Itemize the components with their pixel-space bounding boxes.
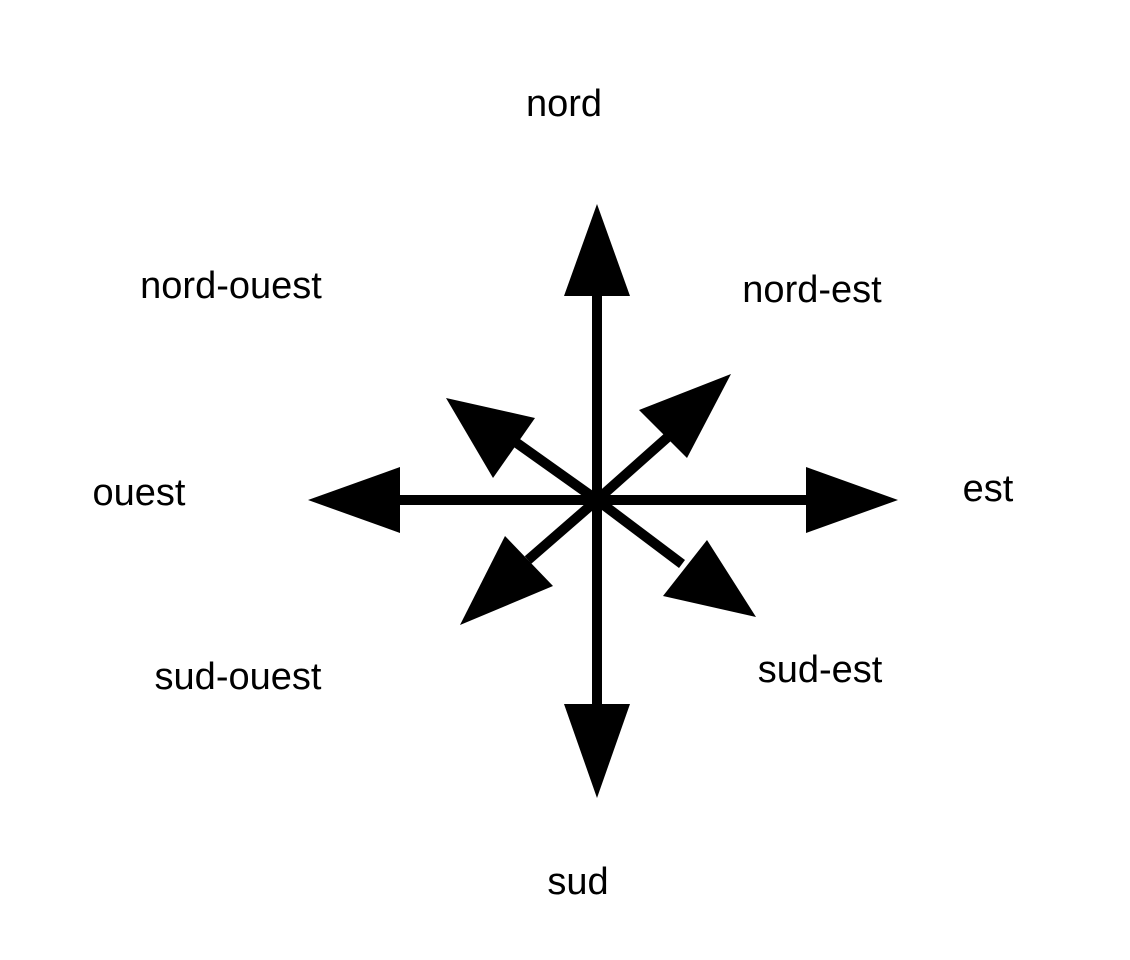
label-nord-est: nord-est — [742, 269, 882, 311]
arrow-east — [597, 467, 898, 533]
label-sud: sud — [547, 861, 608, 903]
compass-arrows — [308, 204, 898, 798]
label-est: est — [963, 468, 1014, 510]
label-ouest: ouest — [93, 472, 186, 514]
arrow-south — [564, 500, 630, 798]
arrow-north-west — [446, 398, 600, 505]
arrow-west — [308, 467, 597, 533]
label-sud-est: sud-est — [758, 649, 883, 691]
direction-labels: nord nord-est est sud-est sud sud-ouest … — [93, 83, 1014, 903]
label-nord: nord — [526, 83, 602, 125]
arrow-north-east — [593, 374, 731, 504]
label-nord-ouest: nord-ouest — [140, 265, 322, 307]
arrow-south-west — [460, 496, 601, 625]
arrow-south-east — [593, 496, 756, 617]
arrow-north — [564, 204, 630, 500]
label-sud-ouest: sud-ouest — [155, 656, 322, 698]
